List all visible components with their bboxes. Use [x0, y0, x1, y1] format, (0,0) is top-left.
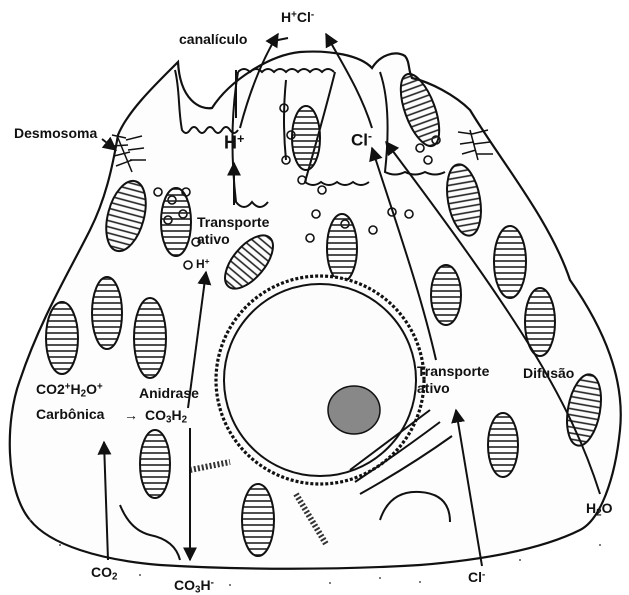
co2-h2o-label: CO2+H2O+	[36, 382, 103, 399]
desmosoma-label: Desmosoma	[14, 126, 97, 140]
carbonica-label: Carbônica	[36, 407, 104, 421]
h2o-label: H2O	[586, 501, 612, 518]
co3h2-label: CO3H2	[145, 408, 187, 425]
arrow-canaliculus	[268, 38, 288, 42]
co3h-bottom-label: CO3H-	[174, 578, 214, 595]
cl-bottom-label: Cl-	[468, 570, 485, 584]
anidrase-label: Anidrase	[139, 386, 199, 400]
reaction-arrow: →	[124, 408, 138, 422]
difusao-label: Difusão	[523, 366, 574, 380]
canaliculo-label: canalículo	[179, 32, 247, 46]
h-plus-label: H+	[224, 133, 244, 152]
hcl-label: H+Cl-	[281, 10, 314, 24]
nucleolus	[328, 386, 380, 434]
nucleus	[216, 276, 424, 484]
co2-bottom-label: CO2	[91, 565, 117, 582]
arrow-desmosome	[102, 139, 116, 150]
h-plus-small-label: H+	[196, 257, 210, 270]
cl-minus-label: Cl-	[351, 131, 372, 148]
